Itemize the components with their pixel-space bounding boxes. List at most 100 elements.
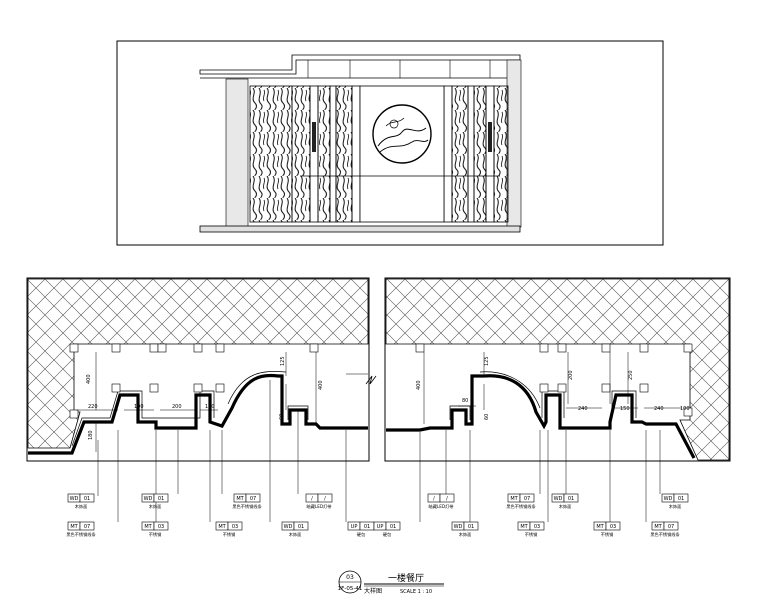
tag-description: 黑色不锈钢线条 — [506, 503, 536, 510]
dim-right-2: 125 — [484, 356, 490, 366]
tag-number: 01 — [364, 524, 370, 530]
dim-right-10: 100 — [680, 406, 690, 412]
tag-description: 不锈钢 — [601, 531, 614, 538]
plan-left-markers — [69, 343, 319, 419]
tag-code: UP — [377, 524, 384, 530]
detail-title: 一楼餐厅 — [388, 572, 424, 584]
tag-number: 07 — [84, 524, 90, 530]
right-wall-block — [506, 59, 522, 228]
tag-number: / — [446, 496, 448, 502]
tag-number: / — [324, 496, 326, 502]
left-wall-block — [225, 78, 249, 228]
tag-number: 01 — [678, 496, 684, 502]
plan-right-tag-1: / /暗藏LED灯带 — [427, 493, 455, 510]
dim-left-4: 100 — [134, 404, 144, 410]
tag-code: / — [433, 496, 435, 502]
dim-right-6: 240 — [578, 406, 588, 412]
tag-description: 暗藏LED灯带 — [429, 503, 454, 510]
dim-left-8: 400 — [318, 380, 324, 390]
tag-code: WD — [284, 524, 293, 530]
wavy-panel-right-2 — [473, 85, 487, 223]
dim-left-2: 220 — [88, 404, 98, 410]
tag-description: 木饰面 — [149, 503, 162, 510]
dim-right-8: 250 — [628, 370, 634, 380]
wavy-panel-right — [451, 85, 469, 223]
plan-left — [26, 277, 370, 522]
tag-number: 07 — [524, 496, 530, 502]
tag-description: 黑色不锈钢线条 — [232, 503, 262, 510]
plan-left-tag-4: / /暗藏LED灯带 — [305, 493, 333, 510]
dim-right-5: 200 — [568, 370, 574, 380]
dim-left-1: 400 — [86, 374, 92, 384]
tag-code: MT — [510, 496, 518, 502]
door-handle-right — [488, 122, 492, 152]
wavy-panel-left-4 — [335, 85, 353, 223]
tag-description: 不锈钢 — [525, 531, 538, 538]
elevation-view — [116, 40, 664, 246]
tag-description: 木饰面 — [669, 503, 682, 510]
tag-code: WD — [454, 524, 463, 530]
tag-number: 01 — [84, 496, 90, 502]
tag-number: 03 — [232, 524, 238, 530]
tag-code: MT — [236, 496, 244, 502]
tag-description: 暗藏LED灯带 — [307, 503, 332, 510]
detail-sheet: 1F-05-41 — [338, 586, 363, 592]
title-block: 03 1F-05-41 一楼餐厅 大样图 SCALE 1 : 10 — [338, 570, 444, 595]
detail-number: 03 — [346, 574, 354, 581]
dim-right-4: 60 — [484, 414, 490, 420]
tag-code: UP — [351, 524, 358, 530]
tag-number: 07 — [668, 524, 674, 530]
dim-right-3: 80 — [462, 398, 468, 404]
wavy-panel-left-3 — [317, 85, 331, 223]
dim-right-7: 150 — [620, 406, 630, 412]
tag-number: 03 — [534, 524, 540, 530]
plan-right-leaders — [419, 430, 661, 522]
tag-description: 木饰面 — [459, 531, 472, 538]
tag-number: 07 — [250, 496, 256, 502]
tag-code: / — [311, 496, 313, 502]
plan-left-leaders — [97, 380, 347, 522]
tag-code: MT — [654, 524, 662, 530]
dim-left-5: 200 — [172, 404, 182, 410]
detail-scale: SCALE 1 : 10 — [400, 589, 432, 595]
landscape-medallion — [372, 104, 432, 164]
plan-dimensions: 400 220 180 100 200 120 125 400 60 400 1… — [86, 356, 690, 440]
tag-code: MT — [70, 524, 78, 530]
tag-description: 黑色不锈钢线条 — [66, 531, 96, 538]
dim-left-9: 60 — [279, 414, 285, 420]
dim-left-6: 120 — [205, 404, 215, 410]
tag-description: 硬包 — [383, 531, 392, 538]
wavy-panel-left — [249, 85, 293, 223]
tag-description: 木饰面 — [75, 503, 88, 510]
detail-subtitle: 大样图 — [364, 587, 382, 595]
tag-description: 木饰面 — [559, 503, 572, 510]
tag-number: 01 — [568, 496, 574, 502]
wavy-panel-right-3 — [493, 85, 509, 223]
tag-code: WD — [70, 496, 79, 502]
tag-number: 01 — [468, 524, 474, 530]
tag-code: MT — [520, 524, 528, 530]
tag-code: WD — [554, 496, 563, 502]
tag-code: WD — [664, 496, 673, 502]
door-handle-left — [312, 122, 316, 152]
tag-number: 03 — [610, 524, 616, 530]
tag-code: WD — [144, 496, 153, 502]
dim-left-7: 125 — [280, 356, 286, 366]
tag-description: 黑色不锈钢线条 — [650, 531, 680, 538]
tag-description: 硬包 — [357, 531, 366, 538]
